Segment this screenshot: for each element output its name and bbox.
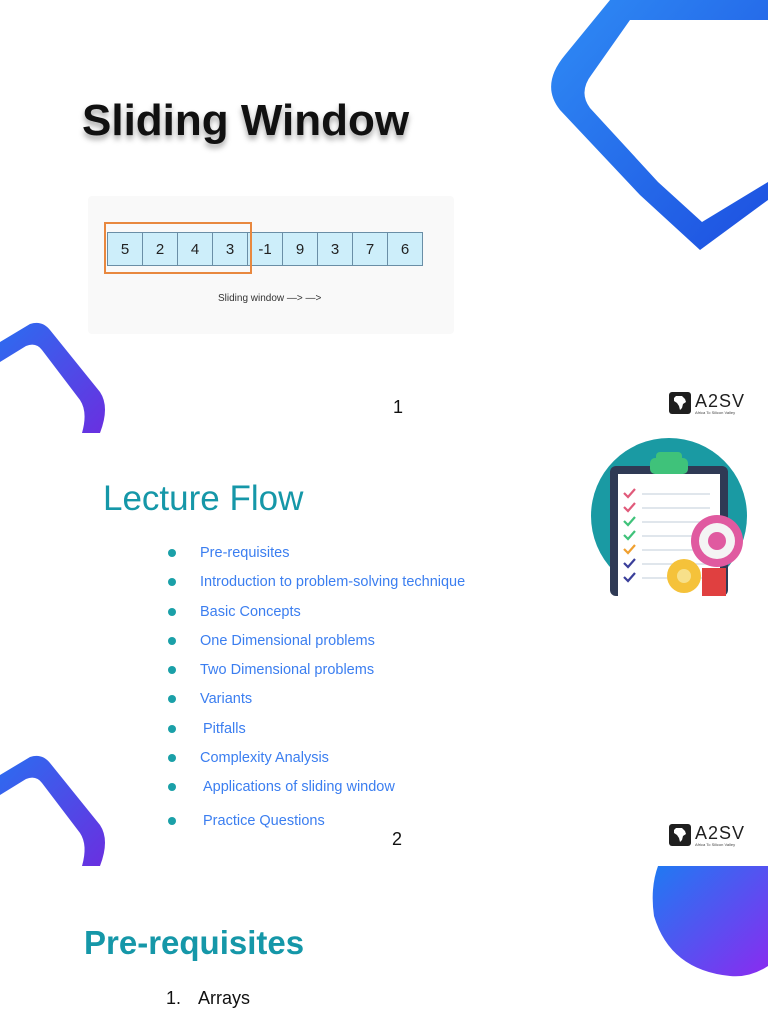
- array-cell: 9: [282, 232, 318, 266]
- slide-2: Lecture Flow Pre-requisites Introduction…: [0, 433, 768, 866]
- list-item-label: Pre-requisites: [200, 545, 290, 561]
- africa-map-icon: [669, 824, 691, 846]
- list-item-number: 1.: [166, 988, 182, 1008]
- slide-title: Sliding Window: [82, 96, 410, 145]
- list-item-label: Variants: [200, 691, 253, 708]
- bullet-icon: [168, 816, 176, 825]
- array-cell: -1: [247, 232, 283, 266]
- bullet-icon: [168, 549, 176, 557]
- bullet-icon: [168, 695, 176, 704]
- bullet-icon: [168, 783, 176, 792]
- sliding-window-highlight: [104, 222, 252, 274]
- decorative-hexagon-left: [0, 322, 105, 433]
- bullet-icon: [168, 607, 176, 616]
- list-item-label: Two Dimensional problems: [200, 662, 375, 679]
- a2sv-logo: A2SV Africa To Silicon Valley: [669, 824, 745, 847]
- checklist-clipboard-gears-icon: [591, 438, 747, 596]
- decorative-hexagon-top-right: [551, 0, 768, 250]
- slide-title: Lecture Flow: [103, 479, 304, 518]
- bullet-icon: [168, 636, 176, 645]
- africa-map-icon: [669, 392, 691, 414]
- array-cell: 6: [387, 232, 423, 266]
- slide-1: Sliding Window 5 2 4 3 -1 9 3 7 6 Slidin…: [0, 0, 768, 433]
- diagram-caption: Sliding window —> —>: [218, 293, 322, 304]
- list-item-label: Pitfalls: [203, 720, 246, 737]
- slide-3: Pre-requisites 1. Arrays: [0, 866, 768, 1024]
- bullet-icon: [168, 666, 176, 675]
- list-item: 1. Arrays: [166, 988, 250, 1009]
- page-number: 2: [392, 829, 403, 849]
- logo-text: A2SV: [695, 823, 746, 843]
- list-item-label: One Dimensional problems: [200, 632, 375, 649]
- slide-title: Pre-requisites: [84, 924, 305, 961]
- list-item-label: Practice Questions: [203, 812, 325, 829]
- logo-tagline: Africa To Silicon Valley: [695, 410, 736, 415]
- prerequisites-list: 1. Arrays: [166, 988, 250, 1009]
- bullet-icon: [168, 724, 176, 733]
- array-cell: 4: [177, 232, 213, 266]
- array-cell: 7: [352, 232, 388, 266]
- decorative-circle: [652, 866, 768, 977]
- array-cell: 5: [107, 232, 143, 266]
- array-row: 5 2 4 3 -1 9 3 7 6: [107, 232, 423, 266]
- list-item-label: Introduction to problem-solving techniqu…: [200, 574, 466, 591]
- list-item-label: Arrays: [198, 988, 251, 1008]
- bullet-icon: [168, 578, 176, 587]
- logo-text: A2SV: [695, 391, 746, 411]
- bullet-icon: [168, 754, 176, 763]
- array-cell: 3: [317, 232, 353, 266]
- logo-tagline: Africa To Silicon Valley: [695, 842, 736, 847]
- array-cell: 3: [212, 232, 248, 266]
- page-number: 1: [393, 397, 404, 417]
- a2sv-logo: A2SV Africa To Silicon Valley: [669, 392, 745, 415]
- list-item-label: Basic Concepts: [200, 603, 301, 620]
- decorative-hexagon-left: [0, 755, 105, 866]
- list-item-label: Applications of sliding window: [203, 779, 395, 796]
- list-item-label: Complexity Analysis: [200, 750, 329, 767]
